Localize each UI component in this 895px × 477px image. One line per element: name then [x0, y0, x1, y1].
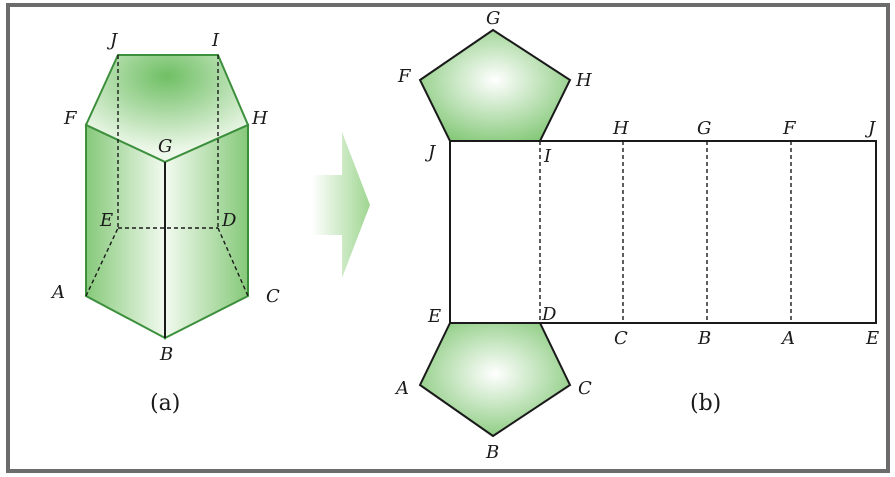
label-b-H: H — [575, 70, 592, 91]
transform-arrow — [312, 132, 370, 278]
label-b-G: G — [486, 8, 500, 29]
net-top-label: H — [612, 118, 629, 139]
label-b-B: B — [485, 442, 499, 463]
hidden-edge-DC — [217, 227, 249, 297]
label-a-D: D — [221, 210, 237, 231]
net-top-label: J — [864, 118, 877, 139]
net-top-label: F — [782, 118, 797, 139]
net-bottom-pentagon — [418, 322, 572, 438]
label-b-F: F — [397, 66, 412, 87]
label-a-B: B — [159, 344, 173, 365]
net-top-pentagon — [418, 28, 572, 142]
label-a-G: G — [158, 136, 172, 157]
label-a-H: H — [251, 108, 268, 129]
net-bottom-label: B — [697, 328, 711, 349]
net-bottom-label: E — [865, 328, 879, 349]
label-a-J: J — [106, 30, 119, 51]
label-a-A: A — [50, 282, 65, 303]
prism-front-right-face — [164, 123, 249, 340]
label-b-D: D — [541, 304, 557, 325]
caption-a: (a) — [150, 391, 180, 416]
label-a-F: F — [63, 108, 78, 129]
hidden-edge-AE — [85, 227, 119, 297]
label-a-C: C — [266, 286, 280, 307]
label-b-A: A — [394, 378, 409, 399]
prism-front-left-face — [85, 123, 166, 340]
label-b-C: C — [578, 378, 592, 399]
net-bottom-label: C — [614, 328, 628, 349]
caption-b: (b) — [690, 391, 721, 416]
label-b-E: E — [427, 306, 441, 327]
prism-net: G F H J I H G F J C B A E E D A C B (b) — [394, 8, 879, 463]
frame-border — [6, 3, 890, 473]
prism-solid: J I F H G E D A C B (a) — [50, 30, 280, 416]
label-a-I: I — [211, 30, 220, 51]
net-bottom-label: A — [780, 328, 795, 349]
net-top-label: G — [697, 118, 711, 139]
net-strip-outline — [540, 140, 877, 324]
label-b-J: J — [424, 142, 437, 163]
label-a-E: E — [99, 210, 113, 231]
label-b-I: I — [543, 146, 552, 167]
